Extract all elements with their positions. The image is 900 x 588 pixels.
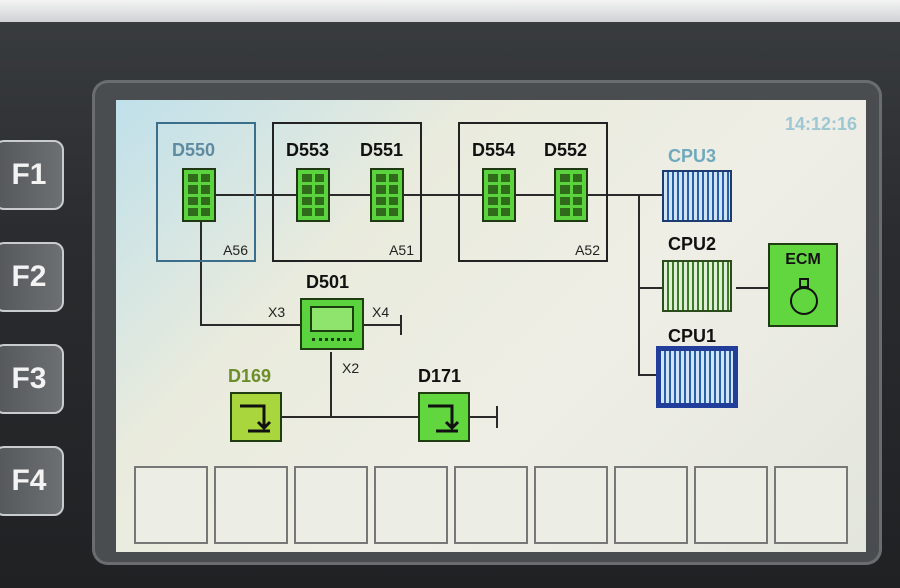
- d169-terminal[interactable]: [230, 392, 282, 442]
- group-a52-tag: A52: [575, 242, 600, 258]
- bus-cpu2-link: [638, 287, 666, 289]
- d501-module[interactable]: [300, 298, 364, 350]
- module-d550-label: D550: [172, 140, 216, 160]
- group-a56: A56: [156, 122, 256, 262]
- group-a51-tag: A51: [389, 242, 414, 258]
- f3-key[interactable]: F3: [0, 344, 64, 414]
- bus-d171-end: [470, 416, 496, 418]
- module-d553-label: D553: [286, 140, 330, 160]
- module-d554[interactable]: [482, 168, 516, 222]
- module-d550[interactable]: [182, 168, 216, 222]
- module-d554-label: D554: [472, 140, 516, 160]
- bus-ecm-link: [736, 287, 770, 289]
- cpu2-block[interactable]: [662, 260, 732, 312]
- module-d552-label: D552: [544, 140, 588, 160]
- bus-x3-horizontal: [200, 324, 300, 326]
- module-d551-label: D551: [360, 140, 404, 160]
- soft-key-8[interactable]: [694, 466, 768, 544]
- bus-x4-end: [400, 315, 402, 335]
- cpu1-label: CPU1: [668, 326, 717, 346]
- soft-key-5[interactable]: [454, 466, 528, 544]
- bus-x2-vertical: [330, 352, 332, 416]
- d501-label: D501: [306, 272, 350, 292]
- f2-key[interactable]: F2: [0, 242, 64, 312]
- arrow-down-right-icon: [428, 404, 460, 433]
- group-a56-tag: A56: [223, 242, 248, 258]
- f4-key[interactable]: F4: [0, 446, 64, 516]
- module-d552[interactable]: [554, 168, 588, 222]
- bus-cpu1-link: [638, 374, 666, 376]
- d501-buttons: [312, 338, 352, 345]
- cpu3-label: CPU3: [668, 146, 717, 166]
- f1-key[interactable]: F1: [0, 140, 64, 210]
- soft-key-3[interactable]: [294, 466, 368, 544]
- port-x4-label: X4: [372, 304, 390, 320]
- bus-x3-vertical: [200, 222, 202, 326]
- cpu3-block[interactable]: [662, 170, 732, 222]
- bus-x4: [364, 324, 400, 326]
- bus-vertical-cpu: [638, 194, 640, 374]
- soft-key-4[interactable]: [374, 466, 448, 544]
- d169-label: D169: [228, 366, 272, 386]
- clock: 14:12:16: [784, 114, 857, 134]
- group-a51: A51: [272, 122, 422, 262]
- cpu2-label: CPU2: [668, 234, 717, 254]
- group-a52: A52: [458, 122, 608, 262]
- soft-key-9[interactable]: [774, 466, 848, 544]
- soft-key-6[interactable]: [534, 466, 608, 544]
- d171-terminal[interactable]: [418, 392, 470, 442]
- bus-d171-stop: [496, 406, 498, 428]
- bus-x2-horizontal: [282, 416, 418, 418]
- module-d551[interactable]: [370, 168, 404, 222]
- soft-key-2[interactable]: [214, 466, 288, 544]
- display-screen: 14:12:16 A56 D550 A51 D553 D551 A52 D554…: [116, 100, 866, 552]
- bus-main: [216, 194, 664, 196]
- port-x3-label: X3: [268, 304, 286, 320]
- ecm-block[interactable]: ECM: [768, 243, 838, 327]
- background-strip: [0, 0, 900, 22]
- port-x2-label: X2: [342, 360, 360, 376]
- ecm-label: ECM: [785, 251, 821, 268]
- cpu1-block[interactable]: [656, 346, 738, 408]
- d171-label: D171: [418, 366, 462, 386]
- module-d553[interactable]: [296, 168, 330, 222]
- engine-icon: [790, 278, 818, 315]
- soft-key-7[interactable]: [614, 466, 688, 544]
- arrow-down-right-icon: [240, 404, 272, 433]
- soft-key-1[interactable]: [134, 466, 208, 544]
- d501-screen: [310, 306, 354, 332]
